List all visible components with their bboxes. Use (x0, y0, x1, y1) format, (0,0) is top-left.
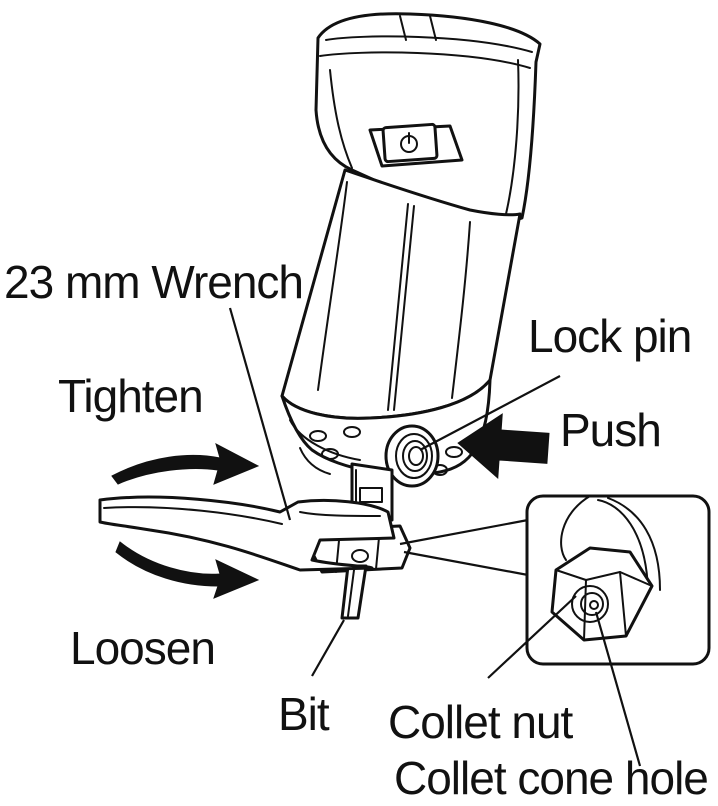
lock-pin-label: Lock pin (528, 310, 691, 362)
detail-inset (399, 494, 711, 666)
loosen-arrow (115, 541, 260, 599)
push-label: Push (560, 404, 661, 456)
power-switch (368, 122, 464, 168)
tighten-label: Tighten (58, 370, 203, 422)
loosen-label: Loosen (70, 622, 215, 674)
tool-rear-cap (314, 12, 542, 224)
bit-label: Bit (278, 688, 330, 740)
collet-cone-hole-label: Collet cone hole (394, 752, 708, 804)
push-arrow (457, 413, 550, 479)
bit (340, 564, 368, 620)
wrench-label: 23 mm Wrench (4, 256, 303, 308)
lock-pin (384, 424, 440, 488)
tighten-arrow (111, 443, 260, 485)
leader-lines (228, 307, 642, 767)
power-icon (400, 132, 418, 153)
collet-nut-label: Collet nut (388, 696, 574, 748)
wrench (98, 495, 396, 572)
